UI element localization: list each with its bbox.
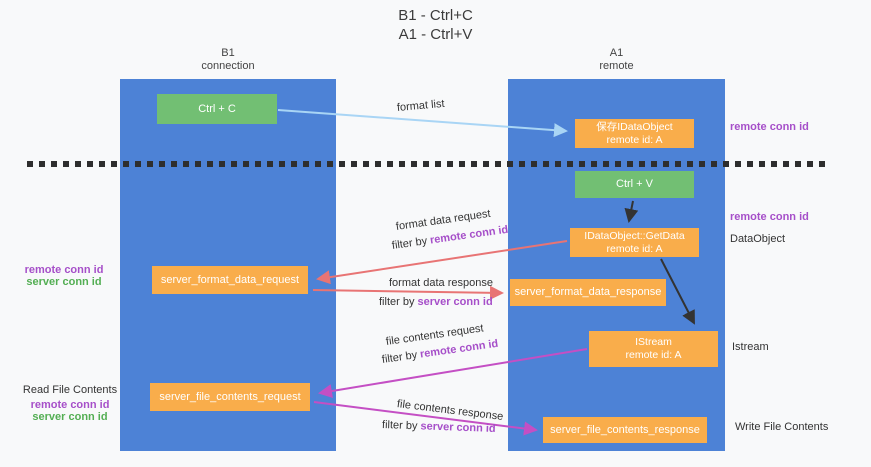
right-column-role: remote [599,60,634,72]
node-istream: IStream remote id: A [589,331,718,367]
session-separator-dashed-line [27,161,828,167]
node-server-format-data-request: server_format_data_request [152,266,308,294]
left-column-header: B1 connection [120,47,336,73]
annotation-remote-conn-id-top: remote conn id [730,121,809,133]
annotation-remote-conn-id-mid: remote conn id [730,211,809,223]
remote-conn-id-text: remote conn id [429,223,510,247]
node-getdata-line2: remote id: A [606,242,663,255]
node-ctrl-c-label: Ctrl + C [198,102,236,115]
node-istream-line1: IStream [635,336,672,348]
arrow-format-data-response [312,285,504,300]
title-line-2: A1 - Ctrl+V [398,26,473,43]
annotation-write-file-contents: Write File Contents [735,421,829,433]
node-save-idataobject-line1: 保存IDataObject [596,120,673,133]
node-server-file-contents-response-label: server_file_contents_response [550,423,700,436]
node-save-idataobject-line2: remote id: A [606,133,663,146]
filter-by-text: filter by [381,349,418,366]
annotation-istream: Istream [732,341,769,353]
right-column-name: A1 [609,47,624,59]
filter-by-text: filter by [381,419,418,433]
right-column-header: A1 remote [508,47,725,73]
left-column-role: connection [201,60,255,72]
node-server-file-contents-request-label: server_file_contents_request [159,390,301,403]
annotation-left-read-block: Read File Contents remote conn id server… [20,384,120,423]
node-istream-line2: remote id: A [625,349,682,361]
annotation-left-conn-ids-1: remote conn id server conn id [20,264,108,288]
node-save-idataobject: 保存IDataObject remote id: A [575,119,694,148]
node-idataobject-getdata: IDataObject::GetData remote id: A [570,228,699,257]
diagram-title: B1 - Ctrl+C A1 - Ctrl+V [0,6,871,44]
node-getdata-line1: IDataObject::GetData [584,229,685,242]
node-server-file-contents-request: server_file_contents_request [150,383,310,411]
node-server-file-contents-response: server_file_contents_response [543,417,707,443]
node-server-format-data-response-label: server_format_data_response [514,286,662,298]
annotation-remote-conn-id-left-1: remote conn id [24,264,104,276]
server-conn-id-text: server conn id [417,296,493,308]
annotation-server-conn-id-left-1: server conn id [26,276,102,288]
node-server-format-data-request-label: server_format_data_request [160,273,300,286]
server-conn-id-text: server conn id [420,420,496,435]
label-format-list: format list [396,97,446,114]
filter-by-text: filter by [379,296,415,308]
annotation-server-conn-id-left-2: server conn id [32,411,108,423]
node-server-format-data-response: server_format_data_response [510,279,666,306]
node-ctrl-v-label: Ctrl + V [616,178,653,190]
title-line-1: B1 - Ctrl+C [398,7,473,24]
annotation-read-file-contents: Read File Contents [22,384,118,396]
node-ctrl-v: Ctrl + V [575,171,694,198]
annotation-remote-conn-id-left-2: remote conn id [30,399,110,411]
annotation-dataobject: DataObject [730,233,786,245]
label-format-data-response: format data response [389,277,493,289]
node-ctrl-c: Ctrl + C [157,94,277,124]
filter-by-text: filter by [391,235,428,252]
left-column-name: B1 [221,47,235,59]
